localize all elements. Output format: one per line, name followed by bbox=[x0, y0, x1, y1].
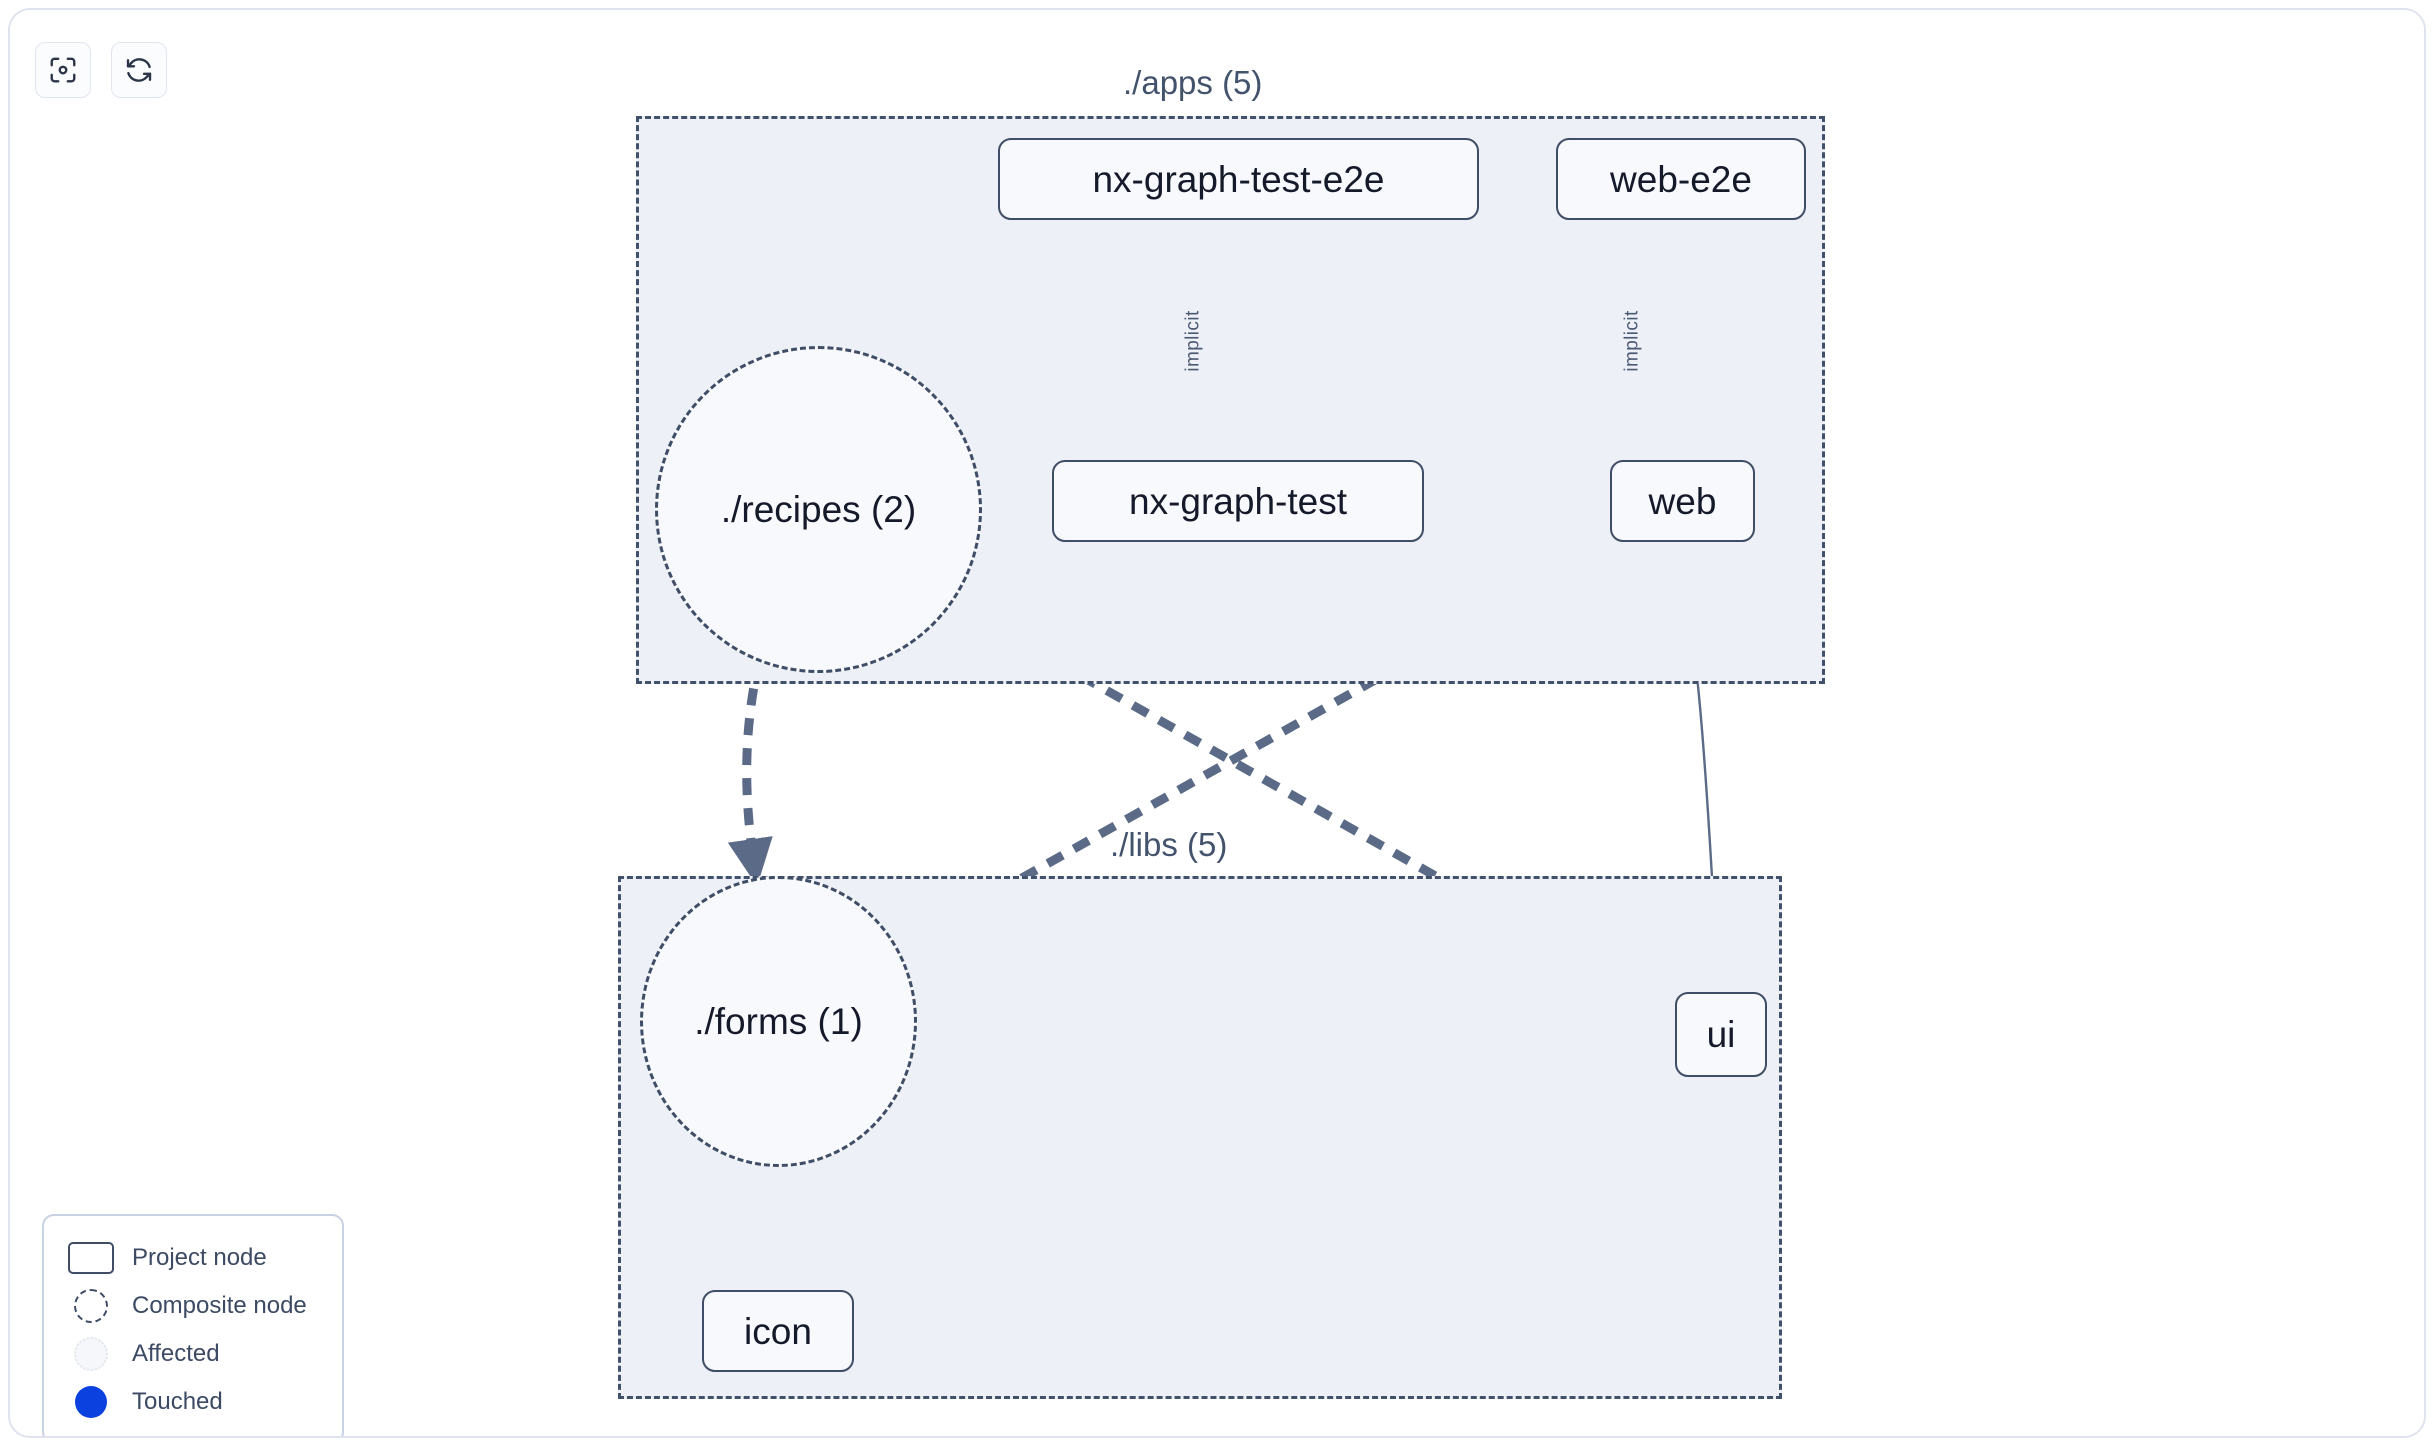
composite-node-recipes[interactable]: ./recipes (2) bbox=[655, 346, 982, 673]
project-node-label: web bbox=[1648, 480, 1717, 522]
app-frame: ./apps (5) ./libs (5) ./recipes (2) ./fo… bbox=[8, 8, 2426, 1438]
legend-label: Composite node bbox=[132, 1292, 307, 1319]
legend-label: Affected bbox=[132, 1340, 220, 1367]
graph-toolbar bbox=[35, 42, 167, 98]
legend-item-touched: Touched bbox=[64, 1378, 322, 1426]
legend-item-project-node: Project node bbox=[64, 1234, 322, 1282]
project-node-label: nx-graph-test bbox=[1129, 480, 1347, 522]
group-label-libs: ./libs (5) bbox=[1110, 826, 1228, 863]
project-node-label: web-e2e bbox=[1610, 158, 1752, 200]
touched-swatch bbox=[64, 1386, 118, 1418]
project-node-swatch bbox=[64, 1242, 118, 1274]
project-node-icon[interactable]: icon bbox=[702, 1290, 854, 1372]
legend-label: Touched bbox=[132, 1388, 223, 1415]
composite-node-swatch bbox=[64, 1289, 118, 1323]
focus-graph-button[interactable] bbox=[35, 42, 91, 98]
project-node-web-e2e[interactable]: web-e2e bbox=[1556, 138, 1806, 220]
composite-node-forms[interactable]: ./forms (1) bbox=[640, 876, 917, 1167]
refresh-graph-button[interactable] bbox=[111, 42, 167, 98]
project-node-ui[interactable]: ui bbox=[1675, 992, 1767, 1077]
project-node-web[interactable]: web bbox=[1610, 460, 1755, 542]
project-node-nx-graph-test-e2e[interactable]: nx-graph-test-e2e bbox=[998, 138, 1479, 220]
affected-swatch bbox=[64, 1337, 118, 1371]
composite-node-label: ./recipes (2) bbox=[720, 489, 917, 530]
edge-label-implicit-web: implicit bbox=[1621, 310, 1643, 372]
project-node-nx-graph-test[interactable]: nx-graph-test bbox=[1052, 460, 1424, 542]
legend-item-composite-node: Composite node bbox=[64, 1282, 322, 1330]
group-label-apps: ./apps (5) bbox=[1123, 64, 1263, 101]
project-node-label: nx-graph-test-e2e bbox=[1092, 158, 1385, 200]
legend-item-affected: Affected bbox=[64, 1330, 322, 1378]
graph-legend: Project node Composite node Affected Tou… bbox=[42, 1214, 344, 1436]
composite-node-label: ./forms (1) bbox=[694, 1001, 863, 1042]
legend-label: Project node bbox=[132, 1244, 267, 1271]
project-node-label: icon bbox=[744, 1310, 812, 1352]
project-node-label: ui bbox=[1706, 1014, 1736, 1055]
focus-target-icon bbox=[48, 55, 78, 85]
refresh-icon bbox=[124, 55, 154, 85]
edge-label-implicit-nx-graph-test: implicit bbox=[1182, 310, 1204, 372]
graph-canvas[interactable]: ./apps (5) ./libs (5) ./recipes (2) ./fo… bbox=[10, 10, 2424, 1436]
